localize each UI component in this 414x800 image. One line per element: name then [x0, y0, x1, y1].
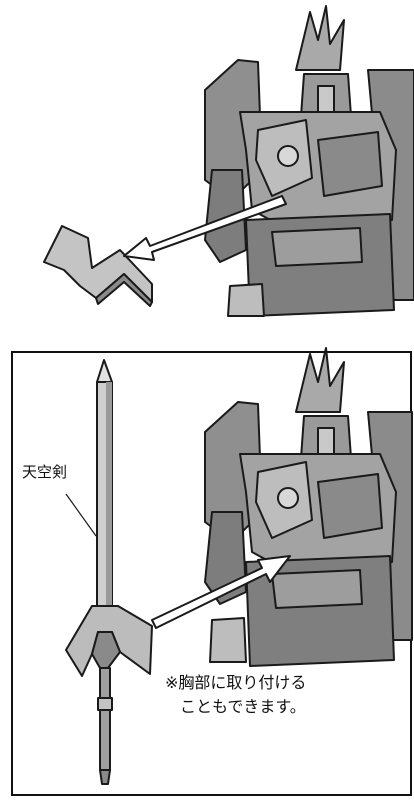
arrow-remove: [123, 195, 287, 261]
robot-remove-illustration: [43, 5, 414, 317]
arrow-attach: [151, 555, 291, 629]
note-text-line2: こともできます。: [180, 697, 306, 716]
note-text-line1: ※胸部に取り付ける: [165, 673, 307, 692]
robot-attach-illustration: [65, 347, 413, 785]
instruction-step-attach-sword: 天空剣 ※胸部に取り付ける こともできます。: [0, 320, 414, 800]
instruction-step-remove-emblem: [0, 0, 414, 320]
sword-illustration: [65, 359, 153, 785]
sword-label: 天空剣: [22, 463, 68, 481]
label-leader-line: [65, 493, 97, 537]
